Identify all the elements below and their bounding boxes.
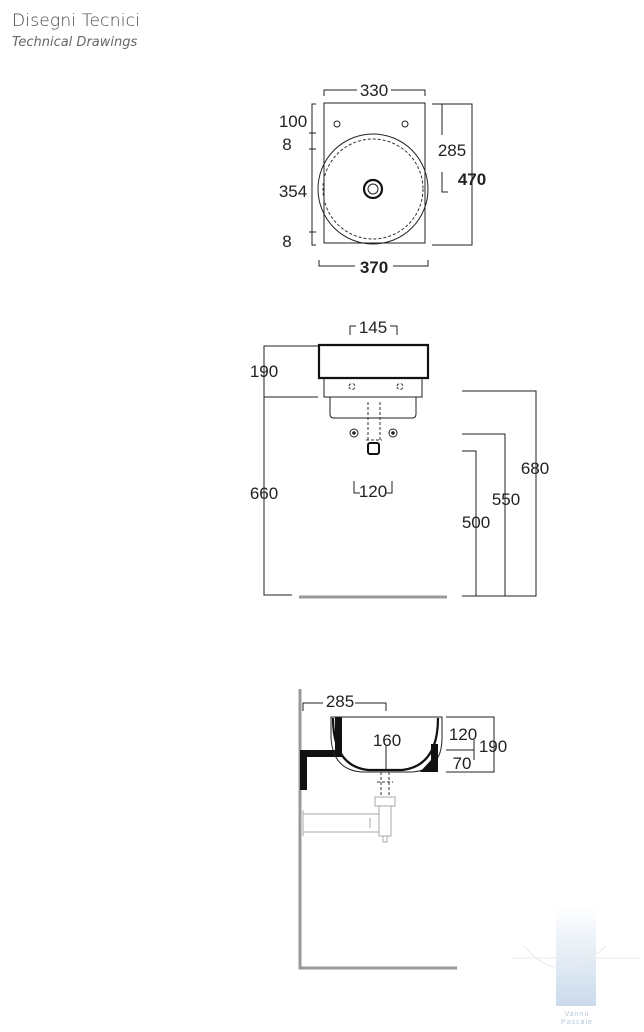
- side-view: 285 160 120 190 70: [298, 689, 507, 970]
- dim-680-label: 680: [521, 459, 549, 478]
- dim-8-top-label: 8: [282, 135, 291, 154]
- page-title: Disegni Tecnici: [12, 11, 141, 31]
- dim-285-line: [441, 104, 448, 193]
- side-view-support-block: [300, 717, 342, 790]
- dim-145-label: 145: [359, 318, 387, 337]
- dim-145-line: [349, 325, 398, 335]
- front-view: 145 120 190 660 680 550 500: [250, 318, 549, 599]
- dim-370-line: [318, 260, 429, 267]
- dim-190-line: [263, 345, 318, 398]
- page-subtitle: Technical Drawings: [12, 35, 138, 50]
- drain-outlet-icon: [367, 442, 380, 455]
- dim-side-190-label: 190: [479, 737, 507, 756]
- front-view-basin-rim: [317, 343, 430, 380]
- dim-500-line: [462, 450, 477, 596]
- fixing-hole-left: [333, 120, 341, 128]
- top-view-backplate: [323, 102, 426, 244]
- side-view-basin-outline: [330, 716, 443, 773]
- basin-inner-circle: [322, 138, 424, 240]
- watermark-text-2: Pascale: [561, 1019, 593, 1026]
- drain-icon: [362, 178, 384, 200]
- watermark-text-1: Vannu: [565, 1011, 590, 1018]
- top-view: 330 370 100 8 354 8 285 470: [279, 81, 486, 277]
- basin-outer-circle: [317, 133, 429, 245]
- dim-500-label: 500: [462, 513, 490, 532]
- side-view-trap-pipe: [302, 810, 379, 836]
- dim-100-label: 100: [279, 112, 307, 131]
- side-view-waste-pipe: [377, 772, 393, 795]
- dim-680-line: [462, 390, 537, 597]
- dim-285-label: 285: [438, 141, 466, 160]
- valve-right-icon: [388, 428, 398, 438]
- dim-550-label: 550: [492, 490, 520, 509]
- dim-354-label: 354: [279, 182, 307, 201]
- dim-70-label: 70: [453, 754, 472, 773]
- dim-550-line: [462, 433, 506, 596]
- dim-330-line: [323, 89, 426, 96]
- dim-160-label: 160: [373, 731, 401, 750]
- dim-470-line: [432, 103, 473, 246]
- front-view-waste-pipe: [366, 402, 382, 441]
- dim-side-120-label: 120: [449, 725, 477, 744]
- dim-330-label: 330: [360, 81, 388, 100]
- dim-370-label: 370: [360, 258, 388, 277]
- dim-side-190-line: [446, 716, 495, 773]
- front-view-basin-body: [323, 378, 423, 398]
- dim-side-285-line: [302, 702, 387, 711]
- dim-660-line: [263, 397, 292, 596]
- dim-side-285-label: 285: [326, 692, 354, 711]
- dim-660-label: 660: [250, 484, 278, 503]
- dim-120-label: 120: [359, 482, 387, 501]
- watermark-logo: Vannu Pascale: [512, 906, 640, 1026]
- dim-190-label: 190: [250, 362, 278, 381]
- dim-120-line: [353, 481, 393, 494]
- dim-470-label: 470: [458, 170, 486, 189]
- dim-left-vertical-line: [311, 103, 316, 246]
- dim-8-bottom-label: 8: [282, 232, 291, 251]
- valve-left-icon: [349, 428, 359, 438]
- fixing-hole-right: [401, 120, 409, 128]
